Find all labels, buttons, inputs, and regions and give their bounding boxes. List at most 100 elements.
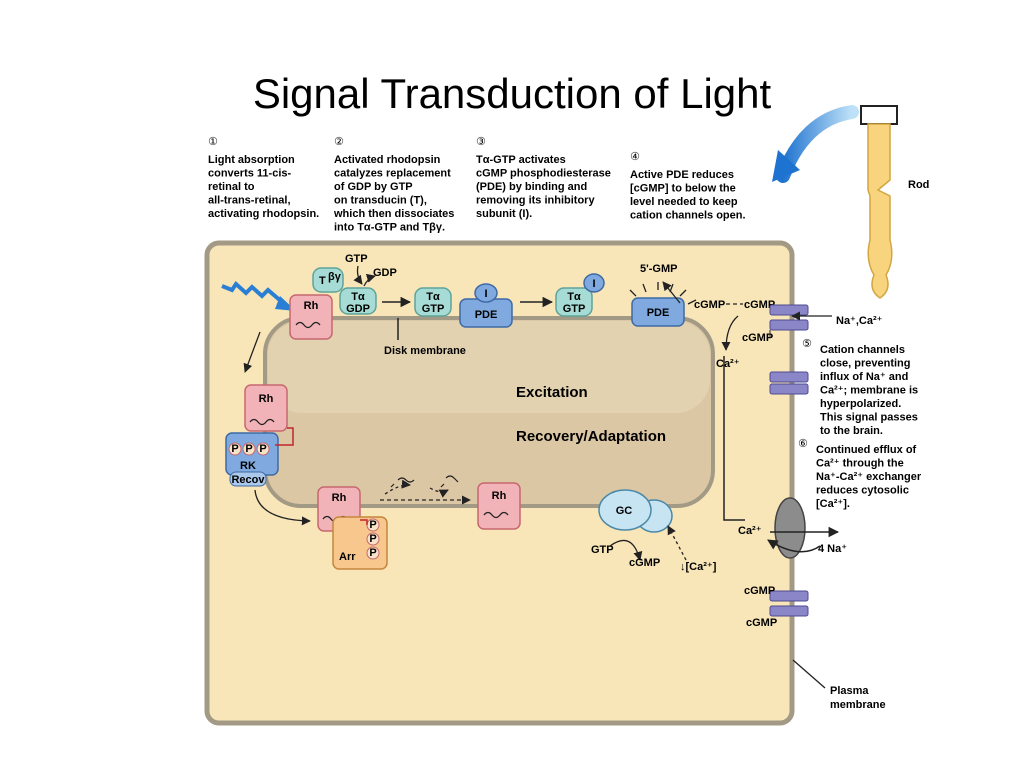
step-1-line: Light absorption (208, 154, 295, 166)
transducin-alpha-gtp-inhibitor: Tα GTP I (555, 273, 605, 317)
cgmp-label-6: cGMP (629, 557, 660, 569)
step-1-number: ① (208, 136, 218, 148)
step-5-line: This signal passes (820, 412, 918, 424)
svg-text:Rh: Rh (332, 492, 347, 504)
cgmp-label-1: cGMP (694, 299, 725, 311)
svg-text:Rh: Rh (492, 490, 507, 502)
svg-text:GDP: GDP (346, 303, 370, 315)
step-1-line: converts 11-cis- (208, 168, 291, 180)
cation-channel-reopened (769, 590, 809, 617)
plasma-membrane-label-1: Plasma (830, 685, 869, 697)
step-2-line: of GDP by GTP (334, 181, 413, 193)
svg-text:P: P (369, 533, 376, 545)
step-2-line: into Tα-GTP and Tβγ. (334, 222, 445, 234)
step-4-line: cation channels open. (630, 210, 746, 222)
na-ca-label: Na⁺,Ca²⁺ (836, 315, 883, 327)
step-2-line: catalyzes replacement (334, 168, 451, 180)
rod-cell-shape (867, 123, 893, 299)
guanylyl-cyclase: GC (598, 489, 673, 533)
cgmp-label-5: cGMP (746, 617, 777, 629)
disk: Excitation Recovery/Adaptation (263, 316, 715, 508)
rhodopsin-rk-complex: Rh P P P RK Recov (225, 384, 294, 487)
pde-active: PDE (629, 282, 697, 327)
step-6-text: ⑥ Continued efflux of Ca²⁺ through theNa⁺-… (798, 438, 922, 510)
svg-text:Recov: Recov (231, 474, 265, 486)
step-5-text: ⑤ Cation channels close, preventinginflux … (802, 338, 918, 437)
svg-text:RK: RK (240, 460, 256, 472)
gc-gtp-label: GTP (591, 544, 614, 556)
step-1-line: activating rhodopsin. (208, 208, 319, 220)
step-6-number: ⑥ (798, 438, 808, 450)
step-3-line: removing its inhibitory (476, 195, 595, 207)
gdp-out-label: GDP (373, 267, 397, 279)
step-3-line: cGMP phosphodiesterase (476, 168, 611, 180)
rod-zoom-box (860, 105, 898, 125)
step-6-line: reduces cytosolic (816, 485, 909, 497)
svg-text:GC: GC (616, 505, 633, 517)
rh-label-1: Rh (304, 300, 319, 312)
cgmp-label-4: cGMP (744, 585, 775, 597)
step-4-line: Active PDE reduces (630, 169, 734, 181)
ca-down-label: ↓[Ca²⁺] (680, 561, 717, 573)
svg-text:Arr: Arr (339, 551, 356, 563)
step-5-line: Ca²⁺; membrane is (820, 385, 918, 397)
step-4-number: ④ (630, 151, 640, 163)
zoom-arrow (776, 105, 859, 183)
step-5-line: influx of Na⁺ and (820, 371, 908, 383)
plasma-membrane-label-2: membrane (830, 699, 886, 711)
svg-text:Rh: Rh (259, 393, 274, 405)
step-3-number: ③ (476, 136, 486, 148)
transducin-alpha-gtp: Tα GTP (414, 287, 452, 317)
ca-label-1: Ca²⁺ (716, 358, 740, 370)
rhodopsin-arrestin-complex: Rh P P P Arr (317, 486, 388, 570)
svg-text:βγ: βγ (328, 271, 342, 283)
svg-text:Tα: Tα (351, 291, 365, 303)
step-3-line: subunit (I). (476, 208, 532, 220)
step-4-line: [cGMP] to below the (630, 183, 736, 195)
rod-cell-illustration: Rod (860, 105, 929, 299)
svg-text:P: P (259, 443, 266, 455)
svg-text:P: P (369, 519, 376, 531)
disk-membrane-label: Disk membrane (384, 345, 466, 357)
five-gmp-label: 5'-GMP (640, 263, 677, 275)
rhodopsin-active: Rh (289, 294, 333, 340)
step-6-line: [Ca²⁺]. (816, 498, 850, 510)
svg-text:P: P (245, 443, 252, 455)
step-5-number: ⑤ (802, 338, 812, 350)
cgmp-label-2: cGMP (744, 299, 775, 311)
step-1-line: all-trans-retinal, (208, 195, 291, 207)
step-1-line: retinal to (208, 181, 255, 193)
svg-text:T: T (319, 275, 326, 287)
na-ca-exchanger (774, 497, 806, 559)
step-5-line: close, preventing (820, 358, 910, 370)
cgmp-label-3: cGMP (742, 332, 773, 344)
ca-label-2: Ca²⁺ (738, 525, 762, 537)
zoom-arrow-head (772, 150, 800, 182)
pde-inactive: I PDE (459, 283, 513, 328)
slide-title: Signal Transduction of Light (252, 70, 772, 117)
svg-text:Tα: Tα (426, 291, 440, 303)
svg-text:GTP: GTP (563, 303, 586, 315)
svg-text:I: I (592, 278, 595, 290)
svg-text:P: P (231, 443, 238, 455)
step-2-line: which then dissociates (333, 208, 454, 220)
step-6-line: Na⁺-Ca²⁺ exchanger (816, 471, 922, 483)
step-5-line: Cation channels (820, 344, 905, 356)
step-3-line: (PDE) by binding and (476, 181, 587, 193)
step-6-line: Continued efflux of (816, 444, 917, 456)
rhodopsin-regenerated: Rh (477, 482, 521, 530)
step-2-line: on transducin (T), (334, 195, 427, 207)
disk-excitation-zone (268, 321, 710, 413)
step-4-line: level needed to keep (630, 196, 738, 208)
step-4-text: ④ Active PDE reduces [cGMP] to below thele… (630, 151, 746, 222)
svg-text:GTP: GTP (422, 303, 445, 315)
step-6-line: Ca²⁺ through the (816, 458, 904, 470)
step-5-line: to the brain. (820, 425, 883, 437)
gtp-in-label: GTP (345, 253, 368, 265)
recovery-label: Recovery/Adaptation (516, 428, 666, 445)
svg-text:I: I (484, 288, 487, 300)
svg-text:Tα: Tα (567, 291, 581, 303)
